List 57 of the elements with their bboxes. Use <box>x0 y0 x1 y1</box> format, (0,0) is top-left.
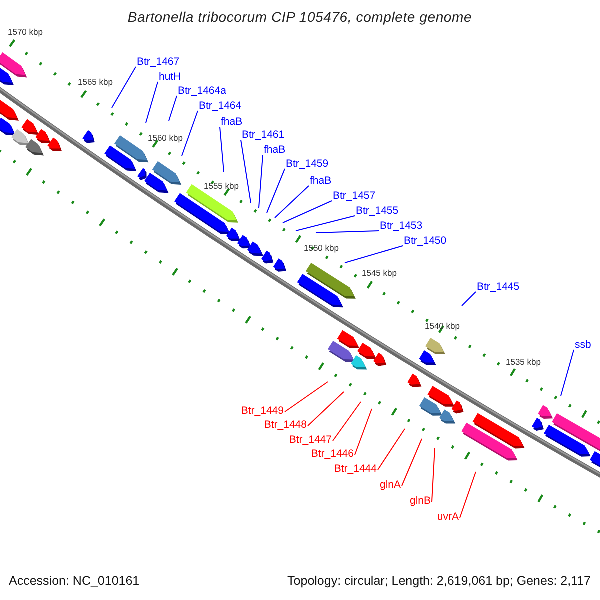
gene-label: Btr_1448 <box>264 419 307 431</box>
gene-label: hutH <box>159 71 182 83</box>
scale-label: 1535 kbp <box>506 357 541 367</box>
leader-line <box>402 438 422 486</box>
leader-line <box>332 402 362 442</box>
gene-label: glnA <box>380 479 401 491</box>
leader-line <box>220 126 224 172</box>
leader-line <box>168 96 178 122</box>
leader-line <box>432 448 436 502</box>
gene-label: Btr_1464 <box>199 100 242 112</box>
leader-line <box>354 408 372 456</box>
leader-line <box>560 350 574 396</box>
leader-line <box>258 154 264 208</box>
leader-line <box>282 200 332 224</box>
scale-label: 1560 kbp <box>148 133 183 143</box>
gene-label: Btr_1447 <box>289 434 332 446</box>
leader-line <box>284 382 328 412</box>
leader-line <box>344 246 404 264</box>
gene-label: Btr_1449 <box>241 405 284 417</box>
leader-line <box>266 168 286 214</box>
leader-line <box>274 186 310 218</box>
gene-label: fhaB <box>310 175 332 187</box>
gene-label: Btr_1457 <box>333 190 376 202</box>
gene-label: fhaB <box>221 116 243 128</box>
leader-line <box>296 216 356 232</box>
scale-label: 1555 kbp <box>204 181 239 191</box>
leader-line <box>378 428 406 470</box>
gene-label: Btr_1464a <box>178 85 226 97</box>
gene-label: Btr_1445 <box>477 281 520 293</box>
footer-text: Topology: circular; Length: 2,619,061 bp; Genes: 2,117 <box>288 574 591 589</box>
leader-line <box>462 292 476 306</box>
leader-line <box>112 66 136 108</box>
scale-label: 1550 kbp <box>304 243 339 253</box>
scale-label: 1570 kbp <box>8 27 43 37</box>
diagram-title: Bartonella tribocorum CIP 105476, complete genome <box>126 9 474 25</box>
gene-label: glnB <box>410 495 431 507</box>
leader-line <box>308 392 344 426</box>
gene-label: Btr_1444 <box>334 463 377 475</box>
scale-label: 1545 kbp <box>362 268 397 278</box>
gene-label: Btr_1446 <box>311 448 354 460</box>
leader-line <box>240 140 252 204</box>
scale-label: 1565 kbp <box>78 77 113 87</box>
leader-line <box>146 82 158 124</box>
gene-label: ssb <box>575 339 592 351</box>
gene-label: Btr_1467 <box>137 56 180 68</box>
leader-line <box>182 110 198 156</box>
gene-label: Btr_1459 <box>286 158 329 170</box>
gene-label: Btr_1455 <box>356 205 399 217</box>
leader-line <box>460 472 476 518</box>
gene-label: Btr_1461 <box>242 129 285 141</box>
scale-label: 1540 kbp <box>425 321 460 331</box>
leader-line <box>316 230 380 234</box>
gene-label: fhaB <box>264 144 286 156</box>
gene-label: uvrA <box>437 511 459 523</box>
footer-text: Accession: NC_010161 <box>9 574 140 589</box>
gene-label: Btr_1450 <box>404 235 447 247</box>
gene-label: Btr_1453 <box>380 220 423 232</box>
